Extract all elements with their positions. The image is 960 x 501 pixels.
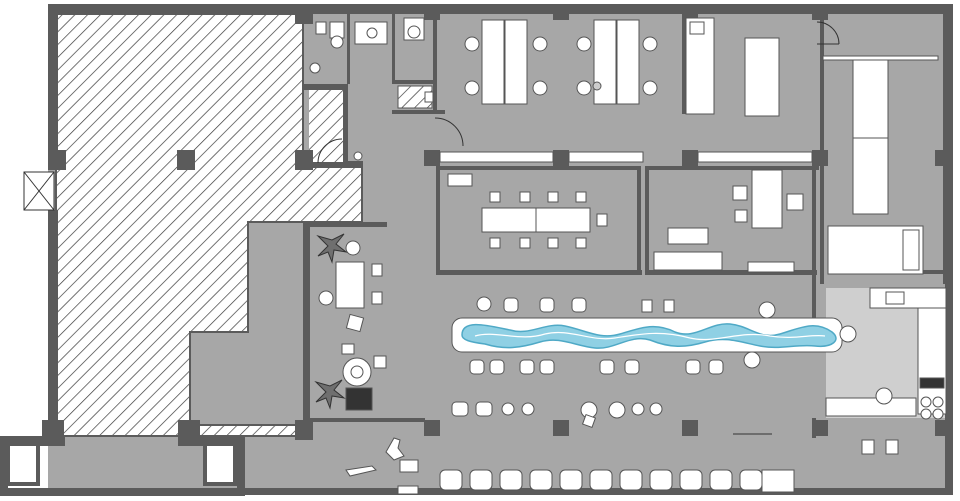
lower-seating [451,401,663,429]
kitchen [825,287,947,455]
kitchen-island [825,397,917,417]
hatched-zones [6,13,363,486]
desk [481,19,505,105]
door-swing-icon [816,21,840,45]
stove-icon [919,377,945,389]
sink-icon [885,291,905,305]
sink-icon [689,21,705,35]
hatched-zone-bottom-left [6,442,40,486]
desk [335,261,365,309]
desk [504,19,528,105]
person-standing-icon [839,325,857,343]
storage-cabinet [744,37,780,117]
water-channel [461,323,837,349]
door-swing-icon [317,138,343,164]
person-standing-icon [743,351,761,369]
water-feature [451,317,843,353]
meeting-room-small [653,169,804,273]
dog-icon [345,465,377,477]
corridor-seating [345,433,795,495]
toilet-icon [315,21,327,35]
desk [616,19,640,105]
open-office [464,17,780,117]
person-standing-icon [758,301,776,319]
hatched-zone-bottom-right [203,442,237,486]
kitchen-counter-side [917,307,947,415]
door-swing-icon [434,117,464,147]
lounge-room [314,233,387,411]
meeting-room-large [447,173,608,249]
potted-plant-icon [314,233,348,410]
person-standing-icon [875,387,893,405]
desk [751,169,783,229]
person-seated-icon [318,290,334,306]
stools [469,296,857,375]
hatched-zone-small [309,90,345,162]
person-seated-icon [464,36,658,96]
restrooms [309,17,434,161]
person-seated-icon [608,401,626,419]
desk [593,19,617,105]
exterior-walls [0,4,953,496]
person-seated-icon [345,240,361,256]
dog-icon [385,437,405,461]
kitchen-counter-top [869,287,947,309]
person-seated-icon [476,296,492,312]
doors [23,21,840,211]
service-area [852,137,920,271]
